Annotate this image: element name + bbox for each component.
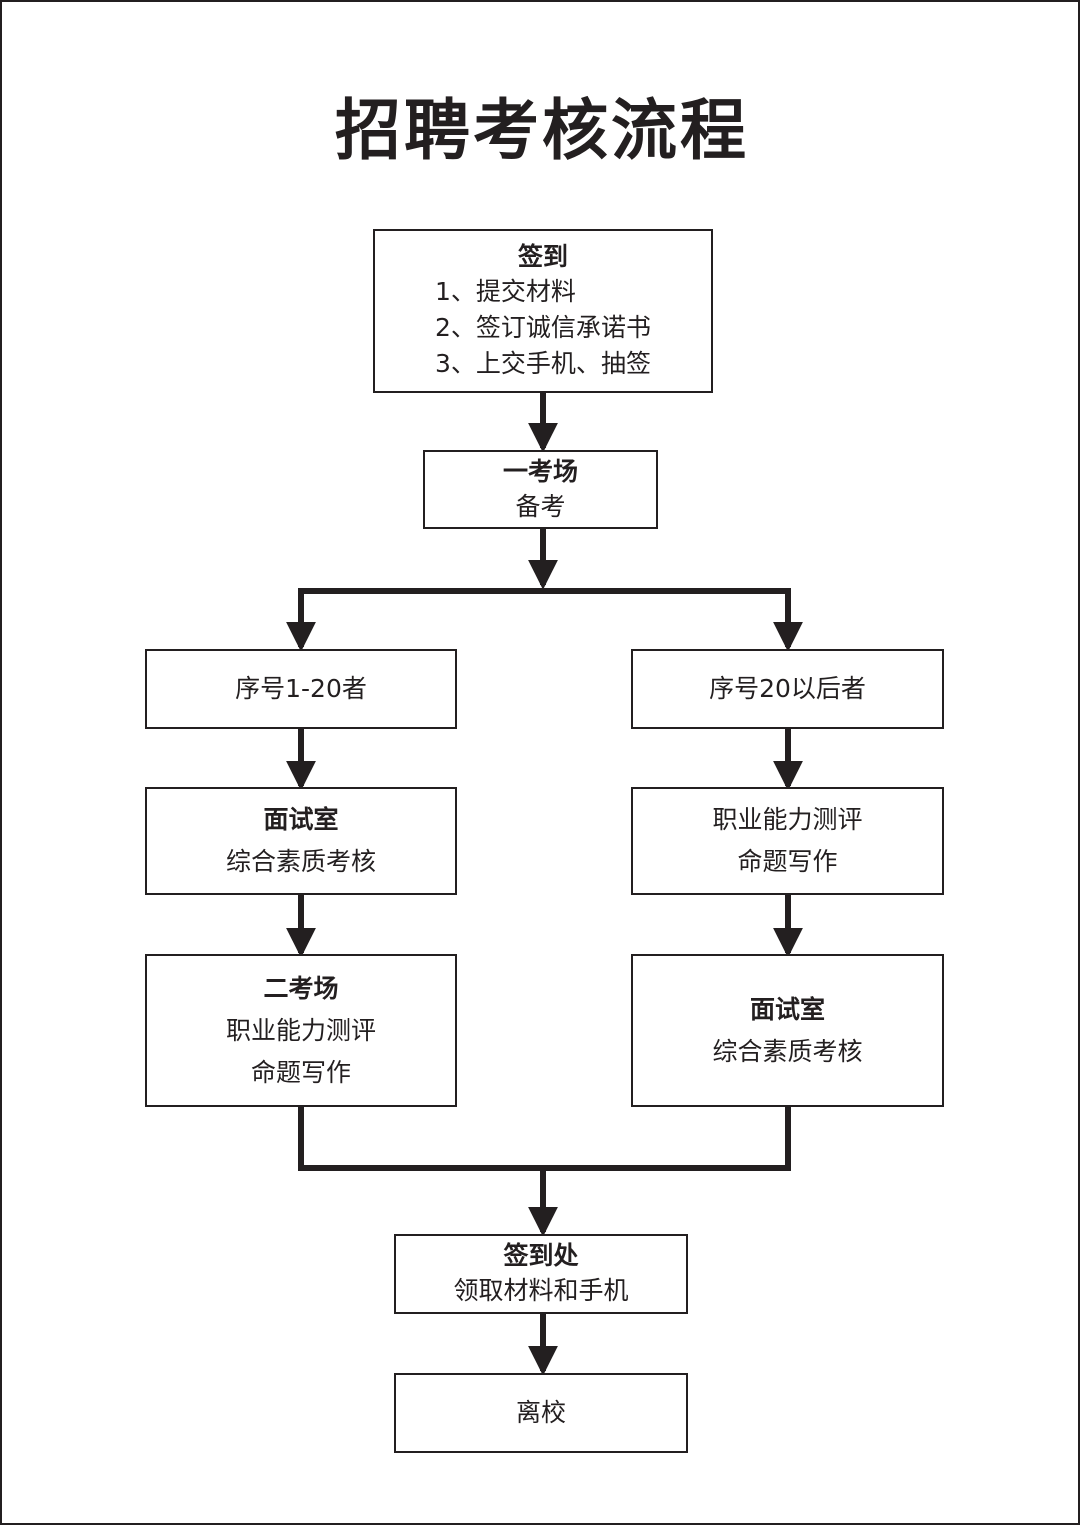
box-leave: 离校	[394, 1373, 688, 1453]
box-interview-b: 面试室 综合素质考核	[631, 954, 944, 1107]
room1-text: 备考	[515, 491, 566, 521]
box-return-desk: 签到处 领取材料和手机	[394, 1234, 688, 1314]
interview-a-heading: 面试室	[263, 805, 339, 834]
checkin-heading: 签到	[517, 242, 568, 271]
merge-bar	[298, 1106, 791, 1171]
return-desk-text: 领取材料和手机	[453, 1276, 629, 1305]
room2-a-text-1: 职业能力测评	[225, 1015, 376, 1045]
checkin-item: 1、提交材料	[435, 277, 576, 306]
box-interview-a: 面试室 综合素质考核	[145, 787, 457, 895]
box-checkin: 签到 1、提交材料 2、签订诚信承诺书 3、上交手机、抽签	[373, 229, 713, 393]
box-group-a: 序号1-20者	[145, 649, 457, 729]
split-bar	[298, 588, 791, 645]
checkin-item: 3、上交手机、抽签	[435, 349, 651, 378]
box-room1: 一考场 备考	[423, 450, 658, 529]
interview-b-text: 综合素质考核	[712, 1036, 863, 1066]
box-written-b: 职业能力测评 命题写作	[631, 787, 944, 895]
group-b-text: 序号20以后者	[709, 674, 866, 703]
leave-text: 离校	[515, 1398, 566, 1427]
written-b-text-1: 职业能力测评	[712, 805, 863, 834]
checkin-list: 1、提交材料 2、签订诚信承诺书 3、上交手机、抽签	[435, 274, 651, 382]
room2-a-heading: 二考场	[263, 973, 339, 1003]
room2-a-text-2: 命题写作	[250, 1057, 351, 1087]
box-room2-a: 二考场 职业能力测评 命题写作	[145, 954, 457, 1107]
room1-heading: 一考场	[502, 456, 578, 486]
group-a-text: 序号1-20者	[235, 674, 367, 703]
return-desk-heading: 签到处	[503, 1241, 579, 1270]
page-title: 招聘考核流程	[335, 92, 749, 169]
written-b-text-2: 命题写作	[737, 847, 838, 876]
interview-a-text: 综合素质考核	[225, 847, 376, 876]
interview-b-heading: 面试室	[749, 994, 825, 1024]
checkin-item: 2、签订诚信承诺书	[435, 313, 651, 342]
box-group-b: 序号20以后者	[631, 649, 944, 729]
